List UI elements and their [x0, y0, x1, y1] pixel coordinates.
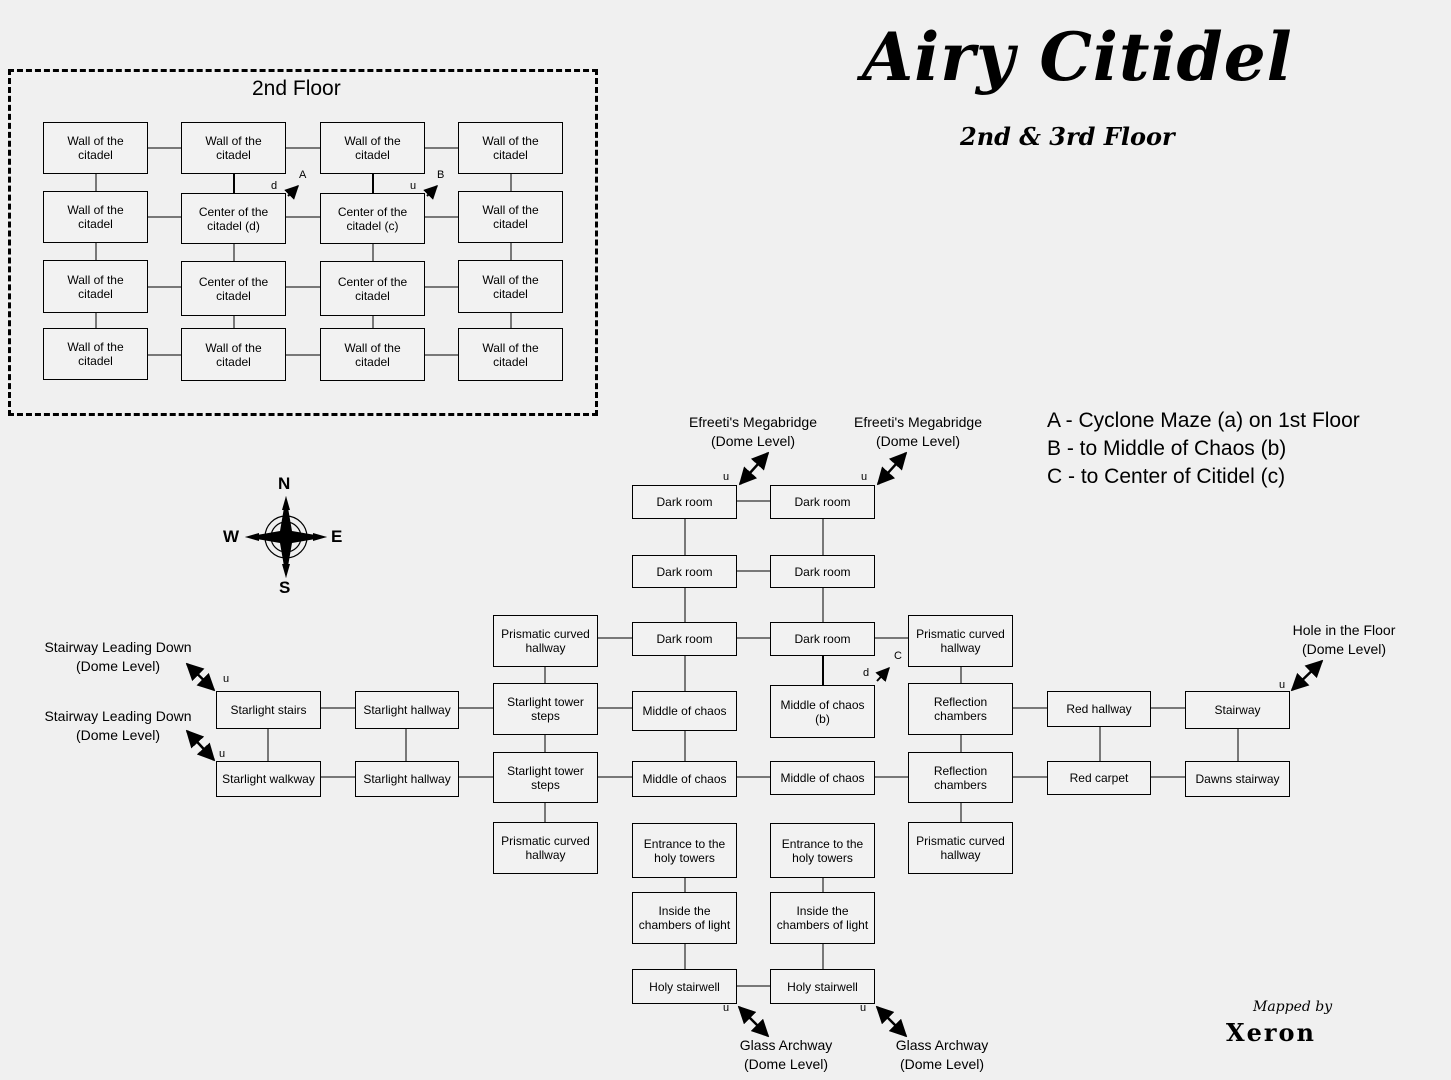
room-starlight-hallway-2: Starlight hallway [355, 761, 459, 797]
room-f2-r4c4: Wall of the citadel [458, 328, 563, 381]
room-prismatic-nw: Prismatic curved hallway [493, 615, 598, 667]
legend: A - Cyclone Maze (a) on 1st Floor B - to… [1047, 407, 1360, 491]
legend-item-a: A - Cyclone Maze (a) on 1st Floor [1047, 409, 1360, 432]
second-floor-label: 2nd Floor [252, 77, 341, 100]
credit-mapped-by: Mapped by [1253, 999, 1333, 1015]
tag-u-glass-2: u [860, 1002, 867, 1014]
compass-west: W [223, 527, 240, 546]
room-starlight-stairs: Starlight stairs [216, 691, 321, 729]
exit-hole-in-floor: Hole in the Floor (Dome Level) [1292, 622, 1396, 657]
tag-u-megabridge-1: u [723, 471, 730, 483]
exit-stairway-down-2: Stairway Leading Down (Dome Level) [44, 708, 192, 743]
room-f2-r4c2: Wall of the citadel [181, 328, 286, 381]
exit-megabridge-1: Efreeti's Megabridge (Dome Level) [689, 414, 817, 449]
room-entrance-holy-towers-1: Entrance to the holy towers [632, 823, 737, 878]
tag-d-chaos: d [863, 667, 870, 679]
room-reflection-chambers-2: Reflection chambers [908, 752, 1013, 803]
room-red-carpet: Red carpet [1047, 761, 1151, 795]
room-reflection-chambers-1: Reflection chambers [908, 683, 1013, 735]
room-f2-r1c4: Wall of the citadel [458, 122, 563, 174]
exit-megabridge-2: Efreeti's Megabridge (Dome Level) [854, 414, 982, 449]
room-f2-r3c4: Wall of the citadel [458, 260, 563, 313]
compass-rose [245, 496, 327, 578]
room-entrance-holy-towers-2: Entrance to the holy towers [770, 823, 875, 878]
room-f2-r2c2: Center of the citadel (d) [181, 193, 286, 244]
room-f2-r3c1: Wall of the citadel [43, 260, 148, 313]
room-holy-stairwell-2: Holy stairwell [770, 969, 875, 1004]
room-middle-of-chaos-4: Middle of chaos [770, 761, 875, 795]
credit-author: Xeron [1226, 1018, 1316, 1047]
compass-south: S [279, 578, 291, 597]
tag-u-stairway-2: u [219, 748, 226, 760]
room-starlight-tower-steps-2: Starlight tower steps [493, 752, 598, 803]
room-dawns-stairway: Dawns stairway [1185, 761, 1290, 797]
exit-stairway-down-1: Stairway Leading Down (Dome Level) [44, 639, 192, 674]
room-prismatic-sw: Prismatic curved hallway [493, 822, 598, 874]
room-starlight-walkway: Starlight walkway [216, 761, 321, 797]
room-middle-of-chaos-1: Middle of chaos [632, 691, 737, 731]
tag-u-megabridge-2: u [861, 471, 868, 483]
tag-u-hole: u [1279, 679, 1286, 691]
room-inside-chambers-of-light-1: Inside the chambers of light [632, 892, 737, 944]
tag-link-c: C [894, 650, 902, 662]
compass-north: N [278, 474, 291, 493]
tag-link-a: A [299, 169, 307, 181]
tag-link-b: B [437, 169, 445, 181]
room-middle-of-chaos-b: Middle of chaos (b) [770, 685, 875, 738]
room-f2-r4c1: Wall of the citadel [43, 328, 148, 380]
map-title: Airy Citidel [862, 18, 1293, 96]
room-dark-5: Dark room [632, 622, 737, 656]
legend-item-c: C - to Center of Citidel (c) [1047, 465, 1286, 488]
room-starlight-tower-steps-1: Starlight tower steps [493, 683, 598, 735]
room-f2-r1c2: Wall of the citadel [181, 122, 286, 174]
second-floor-frame [8, 69, 598, 416]
map-subtitle: 2nd & 3rd Floor [960, 122, 1175, 151]
room-dark-6: Dark room [770, 622, 875, 656]
room-dark-4: Dark room [770, 555, 875, 588]
room-f2-r1c3: Wall of the citadel [320, 122, 425, 174]
room-prismatic-ne: Prismatic curved hallway [908, 615, 1013, 667]
tag-d-center: d [271, 180, 278, 192]
room-holy-stairwell-1: Holy stairwell [632, 969, 737, 1004]
room-red-hallway: Red hallway [1047, 691, 1151, 727]
room-stairway: Stairway [1185, 691, 1290, 729]
room-f2-r3c3: Center of the citadel [320, 261, 425, 316]
tag-u-glass-1: u [723, 1002, 730, 1014]
room-f2-r2c3: Center of the citadel (c) [320, 193, 425, 244]
room-f2-r4c3: Wall of the citadel [320, 328, 425, 381]
tag-u-center: u [410, 180, 417, 192]
room-f2-r3c2: Center of the citadel [181, 261, 286, 316]
compass-east: E [331, 527, 343, 546]
room-starlight-hallway-1: Starlight hallway [355, 691, 459, 729]
room-prismatic-se: Prismatic curved hallway [908, 822, 1013, 874]
room-f2-r1c1: Wall of the citadel [43, 122, 148, 174]
exit-glass-archway-1: Glass Archway (Dome Level) [739, 1037, 833, 1072]
room-dark-2: Dark room [770, 485, 875, 519]
room-middle-of-chaos-3: Middle of chaos [632, 761, 737, 797]
room-f2-r2c4: Wall of the citadel [458, 191, 563, 243]
room-dark-3: Dark room [632, 555, 737, 588]
exit-glass-archway-2: Glass Archway (Dome Level) [895, 1037, 989, 1072]
legend-item-b: B - to Middle of Chaos (b) [1047, 437, 1287, 460]
room-dark-1: Dark room [632, 485, 737, 519]
room-f2-r2c1: Wall of the citadel [43, 191, 148, 243]
tag-u-stairway-1: u [223, 673, 230, 685]
room-inside-chambers-of-light-2: Inside the chambers of light [770, 892, 875, 944]
